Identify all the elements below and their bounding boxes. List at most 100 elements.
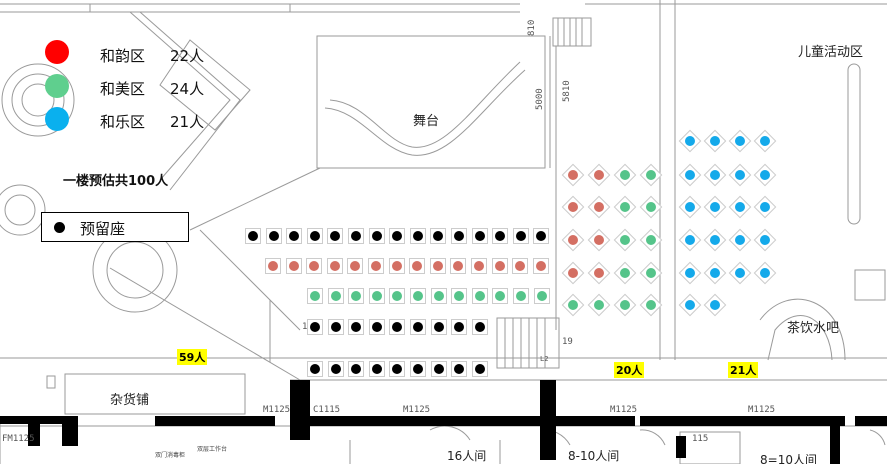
seat-hemei-left-dot [310, 291, 320, 301]
seat-hemei-mid-dot [565, 297, 581, 313]
seat-hemei-left-dot [392, 291, 403, 301]
seat-hemei-left-dot [495, 291, 506, 301]
reserved-legend-dot [54, 222, 65, 233]
seat-hele-dot [682, 167, 698, 183]
seat-reserved-row1 [409, 228, 426, 244]
seat-reserved-row5-dot [371, 364, 382, 374]
reserved-legend-box: 预留座 [41, 212, 189, 242]
seat-reserved-row1-dot [248, 231, 258, 241]
dim-19: 19 [562, 337, 573, 347]
seat-reserved-row1-dot [309, 231, 320, 241]
zone-count-left: 59人 [177, 349, 208, 365]
seat-hemei-mid-dot [591, 297, 607, 313]
seat-hele-dot [682, 297, 698, 313]
seat-hemei-left [533, 288, 550, 304]
dim-l2: L2 [540, 355, 549, 363]
seat-reserved-row1 [265, 228, 282, 244]
seat-reserved-row4 [389, 319, 406, 335]
seat-heyun-mid-dot [565, 265, 581, 281]
seat-reserved-row5 [471, 361, 488, 377]
seat-hemei-left [451, 288, 468, 304]
seat-reserved-row1 [451, 228, 467, 244]
seat-reserved-row4-dot [433, 322, 444, 332]
seat-hele-dot [732, 232, 748, 248]
seat-reserved-row5-dot [351, 364, 362, 374]
seat-reserved-row4 [327, 319, 344, 335]
seat-reserved-row4-dot [371, 322, 382, 332]
legend-dot-heyun [45, 40, 69, 64]
seat-heyun-left [429, 258, 446, 274]
seat-reserved-row4 [368, 319, 385, 335]
seat-hele-dot [732, 265, 748, 281]
seat-reserved-row1 [389, 228, 406, 244]
seat-heyun-left [306, 258, 323, 274]
seat-reserved-row1 [306, 228, 323, 244]
seat-heyun-left-dot [371, 261, 381, 271]
seat-hele-dot [707, 199, 723, 215]
seat-heyun-left-dot [494, 261, 505, 271]
seat-hemei-mid-dot [617, 265, 633, 281]
seat-reserved-row1 [368, 228, 385, 244]
seat-reserved-row1-dot [392, 231, 403, 241]
seat-reserved-row1 [430, 228, 447, 244]
seat-hemei-mid-dot [643, 265, 659, 281]
seat-reserved-row1-dot [289, 231, 300, 241]
seat-hele-dot [757, 265, 773, 281]
seat-reserved-row1-dot [412, 231, 423, 241]
seat-heyun-left [285, 258, 302, 274]
seat-reserved-row1 [286, 228, 303, 244]
legend-name-hemei: 和美区 [100, 80, 146, 98]
zone-count-middle: 20人 [614, 362, 645, 378]
seat-hemei-left-dot [413, 291, 423, 301]
seat-hele-dot [757, 199, 773, 215]
seat-heyun-left [265, 258, 281, 274]
label-double-bench: 双层工作台 [197, 446, 228, 453]
seat-hemei-left-dot [516, 291, 526, 301]
seat-heyun-left-dot [432, 261, 443, 271]
seat-hele-dot [707, 167, 723, 183]
seat-reserved-row5-dot [454, 364, 465, 374]
seat-heyun-left [368, 258, 384, 274]
seat-hemei-mid-dot [643, 199, 659, 215]
dim-5810: 5810 [562, 80, 572, 102]
seat-hemei-left [513, 288, 529, 304]
seat-reserved-row4-dot [474, 322, 485, 332]
seat-reserved-row1-dot [536, 231, 547, 241]
seat-heyun-left [532, 258, 549, 274]
seat-reserved-row5 [410, 361, 426, 377]
seat-hemei-mid-dot [643, 232, 659, 248]
legend-count-hemei: 24人 [170, 80, 205, 98]
seat-hemei-left [327, 288, 344, 304]
seat-hele-dot [707, 232, 723, 248]
door-m1125-4: M1125 [748, 405, 776, 415]
legend-name-heyun: 和韵区 [100, 47, 146, 65]
legend-count-heyun: 22人 [170, 47, 205, 65]
seat-reserved-row1-dot [330, 231, 341, 241]
seat-heyun-left-dot [453, 261, 464, 271]
seat-reserved-row4-dot [330, 322, 341, 332]
seat-heyun-left [388, 258, 405, 274]
seat-heyun-left-dot [474, 261, 484, 271]
seat-heyun-mid-dot [591, 232, 607, 248]
door-fm1125: FM1125 [2, 434, 35, 444]
seat-heyun-mid-dot [591, 199, 607, 215]
seat-hemei-left [410, 288, 426, 304]
seat-hemei-left [307, 288, 323, 304]
seat-reserved-row4-dot [351, 322, 362, 332]
seat-reserved-row1 [245, 228, 261, 244]
seat-reserved-row5-dot [392, 364, 403, 374]
seat-reserved-row1 [327, 228, 344, 244]
seat-reserved-row1-dot [515, 231, 526, 241]
seat-hemei-left-dot [351, 291, 362, 301]
seat-hemei-left-dot [474, 291, 485, 301]
seat-reserved-row1-dot [433, 231, 444, 241]
seat-reserved-row1-dot [268, 231, 279, 241]
seat-heyun-left-dot [309, 261, 320, 271]
seat-reserved-row4 [307, 319, 323, 335]
seat-heyun-mid-dot [565, 167, 581, 183]
kids-area-label: 儿童活动区 [798, 45, 864, 60]
zone-count-right: 21人 [728, 362, 759, 378]
seat-hemei-left-dot [330, 291, 341, 301]
shop-label: 杂货铺 [110, 393, 150, 408]
seat-hele-dot [682, 265, 698, 281]
